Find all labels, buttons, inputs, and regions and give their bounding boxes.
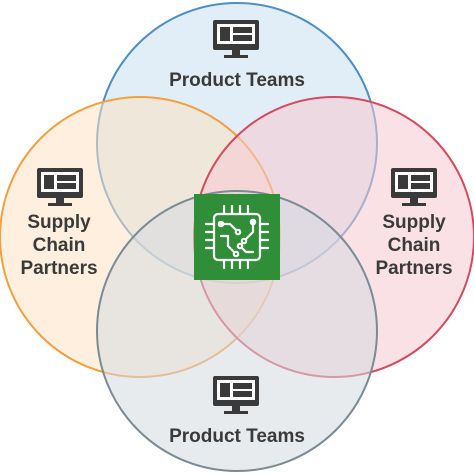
label-top-product-teams: Product Teams [169,70,305,91]
label-left-line-3: Partners [20,258,97,279]
label-right-line-2: Chain [388,235,441,256]
circuit-chip-icon [204,204,270,270]
center-chip [194,194,280,280]
label-right-line-3: Partners [375,258,452,279]
label-right-line-1: Supply [382,212,446,233]
circle-bottom-product-teams [96,190,378,472]
label-bottom-product-teams: Product Teams [169,426,305,447]
label-left-line-1: Supply [27,212,91,233]
center-square [194,194,280,280]
label-left-line-2: Chain [33,235,86,256]
